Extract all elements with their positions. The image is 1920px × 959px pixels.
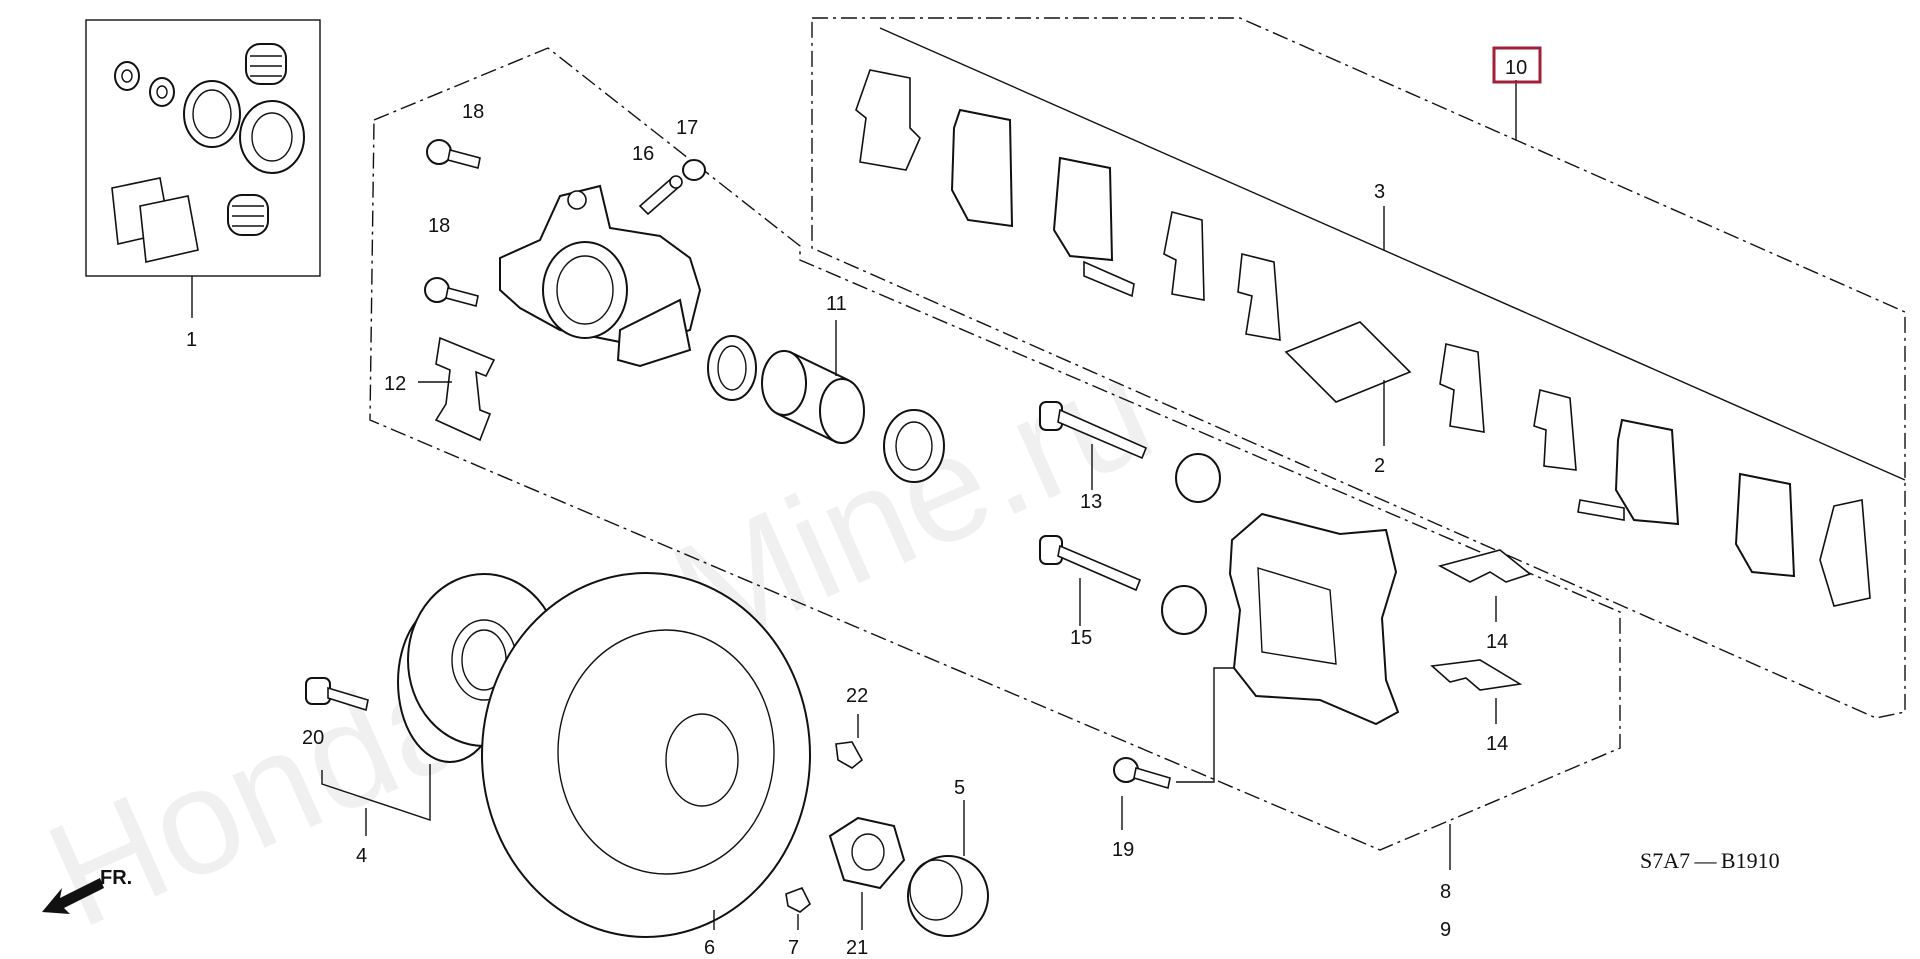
brake-disc-6[interactable] [481, 572, 811, 938]
callout-18a[interactable]: 18 [462, 101, 484, 123]
pad-shim-c[interactable] [1237, 253, 1281, 341]
pad-shim-e[interactable] [1533, 389, 1577, 471]
pad-shim-f[interactable] [1819, 499, 1871, 607]
pad-retainer-14a[interactable] [1437, 549, 1532, 583]
pad-wear-indicator[interactable] [1052, 156, 1135, 298]
callout-16[interactable]: 16 [632, 143, 654, 165]
callout-7[interactable]: 7 [788, 937, 799, 959]
caliper-body[interactable] [499, 184, 702, 368]
pin-boot-a[interactable] [1175, 453, 1221, 503]
callout-12[interactable]: 12 [384, 373, 406, 395]
hub-nut-21[interactable] [828, 816, 906, 890]
callout-6[interactable]: 6 [704, 937, 715, 959]
bleeder-cap[interactable] [682, 159, 706, 181]
callout-10[interactable]: 10 [1505, 57, 1527, 79]
piston-seal[interactable] [707, 335, 757, 401]
guide-pin-13[interactable] [1039, 401, 1148, 460]
front-indicator: FR. [100, 867, 132, 889]
bolt-19[interactable] [1113, 757, 1171, 790]
callout-19[interactable]: 19 [1112, 839, 1134, 861]
bolt-18a[interactable] [426, 139, 481, 169]
caliper-bracket[interactable] [1228, 512, 1400, 726]
piston-boot[interactable] [883, 409, 945, 483]
pad-shim-d[interactable] [1439, 343, 1485, 433]
callout-5[interactable]: 5 [954, 777, 965, 799]
hub-cap-5[interactable] [907, 855, 989, 937]
bolt-18b[interactable] [424, 277, 479, 307]
front-arrow-icon [42, 878, 104, 914]
pin-boot-b[interactable] [1161, 585, 1207, 635]
guide-pin-15[interactable] [1039, 535, 1142, 592]
callout-13[interactable]: 13 [1080, 491, 1102, 513]
brake-pad-b[interactable] [1577, 418, 1680, 526]
callout-20[interactable]: 20 [302, 727, 324, 749]
diagram-code: S7A7 — B1910 [1640, 848, 1780, 873]
callout-14b[interactable]: 14 [1486, 733, 1508, 755]
callout-11[interactable]: 11 [826, 293, 847, 315]
pad-shim-a[interactable] [855, 69, 921, 171]
screw-7[interactable] [785, 886, 812, 913]
callout-22[interactable]: 22 [846, 685, 868, 707]
callout-18b[interactable]: 18 [428, 215, 450, 237]
pad-grease[interactable] [1284, 321, 1412, 403]
callout-9[interactable]: 9 [1440, 919, 1451, 941]
callout-8[interactable]: 8 [1440, 881, 1451, 903]
pad-retainer-14b[interactable] [1430, 659, 1523, 691]
bleeder-screw[interactable] [638, 175, 683, 216]
pad-spring-12[interactable] [434, 336, 496, 442]
callout-2[interactable]: 2 [1374, 455, 1385, 477]
callout-21[interactable]: 21 [846, 937, 868, 959]
callout-14a[interactable]: 14 [1486, 631, 1508, 653]
caliper-assembly-outline [369, 47, 1621, 851]
callout-3[interactable]: 3 [1374, 181, 1385, 203]
callout-15[interactable]: 15 [1070, 627, 1092, 649]
callout-4[interactable]: 4 [356, 845, 367, 867]
callout-1[interactable]: 1 [186, 329, 197, 351]
brake-pad-c[interactable] [1734, 472, 1796, 578]
pad-shim-b[interactable] [1163, 211, 1205, 301]
callout-10-highlight [1492, 46, 1542, 84]
disc-screw-22[interactable] [835, 741, 864, 769]
pad-set-outline [811, 17, 1906, 719]
piston-11[interactable] [761, 350, 865, 444]
hub-bolt-20[interactable] [305, 677, 369, 712]
seal-kit-group[interactable] [85, 19, 321, 318]
callout-17[interactable]: 17 [676, 117, 698, 139]
brake-pad-a[interactable] [950, 108, 1014, 228]
